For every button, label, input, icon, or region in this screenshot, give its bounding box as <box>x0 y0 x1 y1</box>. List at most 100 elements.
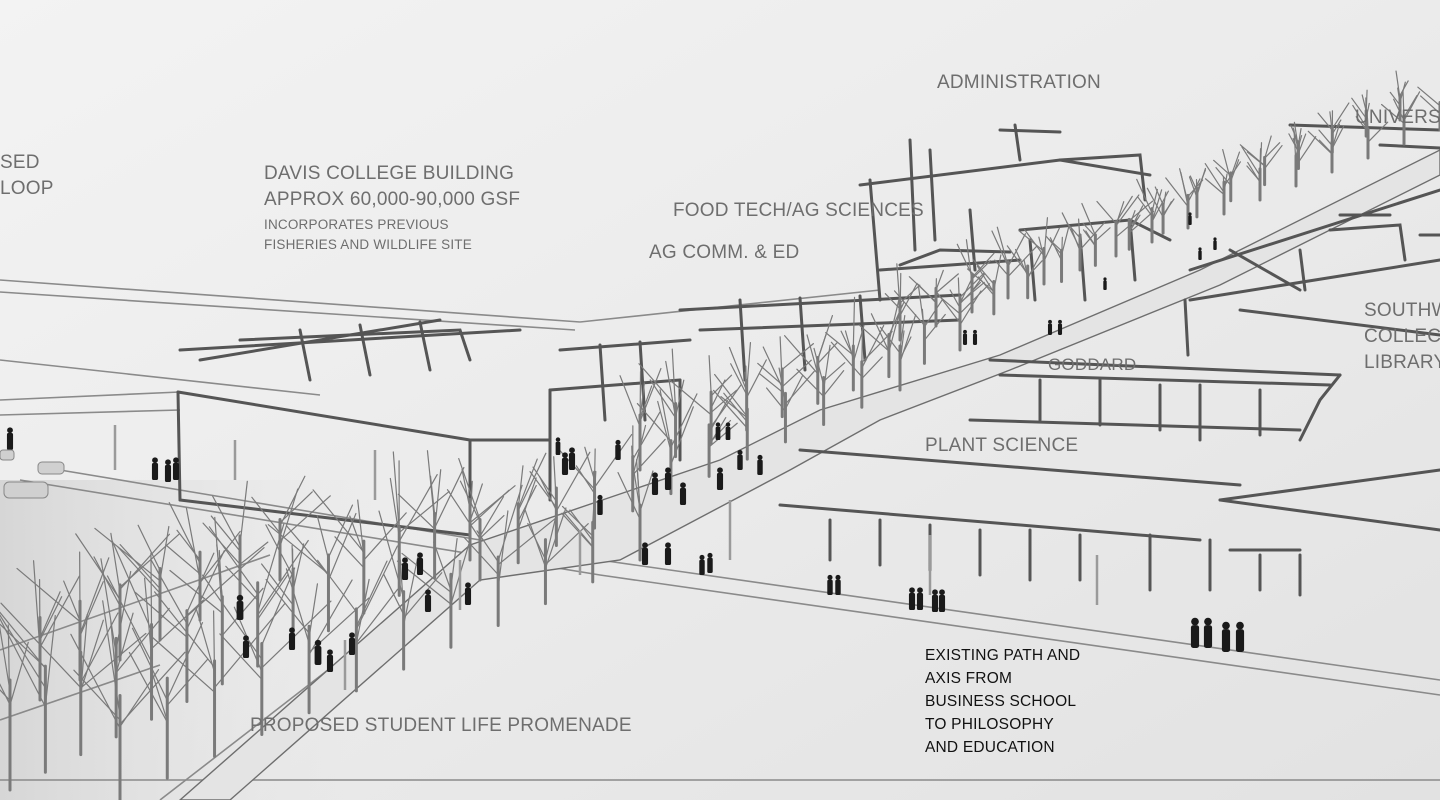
tree <box>529 451 591 547</box>
tree-branch <box>762 346 783 389</box>
person-head <box>562 452 568 459</box>
tree-branch <box>1060 236 1063 263</box>
tree-branch <box>1154 186 1164 206</box>
tree-branch <box>1188 176 1198 199</box>
person <box>1188 212 1192 225</box>
tree-branch <box>279 475 306 527</box>
tree-branch <box>1230 159 1240 182</box>
tree-branch <box>710 389 738 414</box>
tree-branch <box>357 499 365 557</box>
tree-branch <box>899 314 906 350</box>
person <box>314 639 322 665</box>
person <box>1057 319 1063 335</box>
tree-branch <box>397 493 436 530</box>
person-body <box>615 444 621 460</box>
tree-branch <box>286 525 330 576</box>
tree-branch <box>1060 226 1070 256</box>
person-head <box>757 454 763 460</box>
person <box>972 329 978 345</box>
tree-branch <box>823 344 831 391</box>
person-head <box>665 542 671 549</box>
tree-branch <box>1318 129 1333 147</box>
person-head <box>827 574 833 580</box>
tree-branch <box>1096 200 1117 225</box>
person-head <box>909 587 915 594</box>
tree-branch <box>730 363 748 396</box>
tree-branch <box>631 445 634 479</box>
tree-branch <box>166 622 204 700</box>
tree-branch <box>63 580 81 622</box>
person <box>1190 617 1200 648</box>
person <box>827 574 833 595</box>
tree-branch <box>1215 167 1232 186</box>
tree-branch <box>617 471 641 520</box>
tree <box>128 622 209 780</box>
tree-branch <box>899 330 905 364</box>
tree-branch <box>971 252 995 279</box>
tree-branch <box>1230 151 1241 178</box>
tree-branch <box>632 411 661 461</box>
tree-branch <box>0 611 46 669</box>
tree-branch <box>935 269 944 291</box>
person <box>464 582 472 605</box>
tree-branch <box>1246 151 1266 167</box>
tree <box>1351 89 1370 138</box>
person-body <box>716 472 724 490</box>
person-head <box>327 649 333 656</box>
tree-branch <box>497 484 523 562</box>
tree-branch <box>1043 227 1060 262</box>
existing-path-line-1: EXISTING PATH AND <box>925 647 1081 664</box>
tree-branch <box>935 273 959 294</box>
person <box>715 422 721 440</box>
tree-branch <box>669 379 712 416</box>
ag-comm-label: AG COMM. & ED <box>649 242 800 263</box>
person-head <box>1222 621 1230 630</box>
tree-branch <box>0 623 46 669</box>
tree-branch <box>858 324 890 352</box>
tree <box>669 355 738 445</box>
tree <box>783 314 838 405</box>
person-body <box>597 499 603 515</box>
person-head <box>835 574 841 580</box>
tree-branch <box>517 477 537 530</box>
tree-branch <box>239 480 248 546</box>
person <box>416 552 424 575</box>
tree-branch <box>1288 133 1300 153</box>
person-body <box>236 601 244 620</box>
person-head <box>1058 319 1062 324</box>
tree-branch <box>1365 102 1370 119</box>
tree <box>1213 148 1241 203</box>
person-head <box>1204 617 1212 626</box>
person <box>757 454 763 475</box>
tree <box>396 537 470 649</box>
tree-branch <box>392 451 400 532</box>
tree <box>1061 212 1106 272</box>
tree-branch <box>1006 245 1029 275</box>
tree-branch <box>1264 144 1283 170</box>
person-body <box>664 547 672 565</box>
tree-branch <box>214 516 223 614</box>
tree-branch <box>517 465 524 510</box>
person-head <box>417 552 423 559</box>
tree-branch <box>959 290 982 326</box>
person-head <box>939 589 945 596</box>
tree-branch <box>532 466 557 502</box>
tree-branch <box>639 385 653 420</box>
tree-branch <box>888 297 900 343</box>
tree-branch <box>201 574 263 660</box>
person-body <box>6 432 14 450</box>
person <box>288 627 296 650</box>
tree-branch <box>131 627 168 702</box>
tree-branch <box>202 522 241 565</box>
person-body <box>172 462 180 480</box>
tree-branch <box>426 450 436 523</box>
tree-branch <box>137 524 161 571</box>
person-body <box>835 579 841 595</box>
tree-branch <box>497 517 557 566</box>
tree-branch <box>884 293 901 310</box>
person-body <box>1221 629 1231 652</box>
tree-branch <box>355 588 399 644</box>
tree-branch <box>1402 89 1405 120</box>
person <box>561 452 569 475</box>
person <box>725 422 731 440</box>
